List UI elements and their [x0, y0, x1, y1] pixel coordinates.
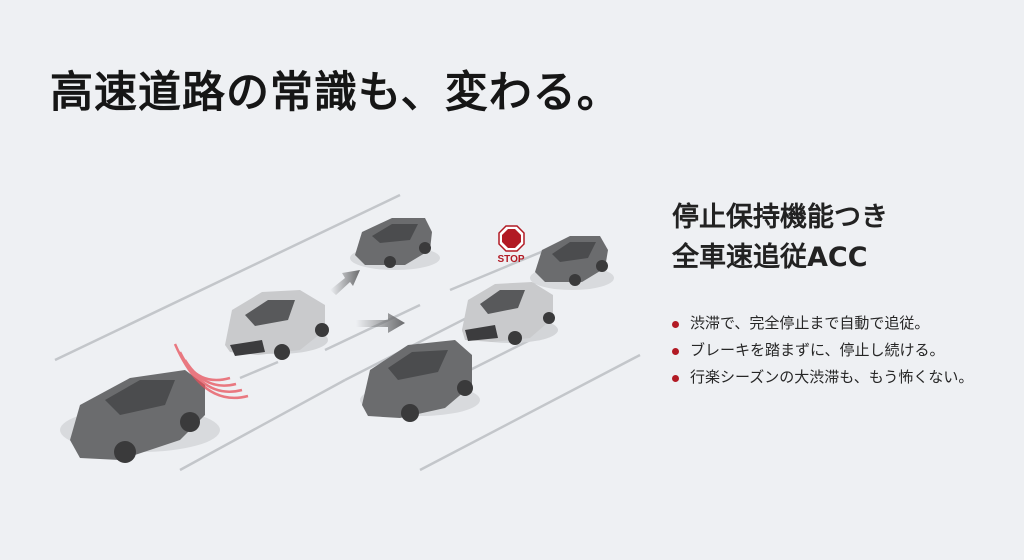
radar-waves-icon — [173, 343, 249, 400]
own-car-silver-right — [462, 282, 558, 345]
own-car-silver-left — [225, 290, 329, 360]
feature-bullet: 行楽シーズンの大渋滞も、もう怖くない。 — [672, 364, 1012, 391]
bullet-dot-icon — [672, 375, 679, 382]
bullet-dot-icon — [672, 348, 679, 355]
acc-illustration: STOP — [0, 150, 660, 556]
feature-bullet-list: 渋滞で、完全停止まで自動で追従。 ブレーキを踏まずに、停止し続ける。 行楽シーズ… — [672, 310, 1012, 391]
feature-bullet: ブレーキを踏まずに、停止し続ける。 — [672, 337, 1012, 364]
arrow-right-icon — [356, 313, 405, 333]
feature-title-line2: 全車速追従ACC — [672, 242, 868, 273]
car-rear-left — [60, 370, 220, 463]
headline: 高速道路の常識も、変わる。 — [50, 68, 621, 118]
feature-title-line1: 停止保持機能つき — [672, 202, 888, 233]
bullet-dot-icon — [672, 321, 679, 328]
stop-label: STOP — [497, 254, 524, 265]
stop-sign-icon: STOP — [497, 225, 525, 265]
car-lead-right — [530, 236, 614, 290]
feature-bullet: 渋滞で、完全停止まで自動で追従。 — [672, 310, 1012, 337]
car-following-right — [360, 340, 480, 422]
arrow-up-right-icon — [330, 270, 360, 295]
feature-title: 停止保持機能つき 全車速追従ACC — [672, 198, 1012, 278]
feature-bullet-text: ブレーキを踏まずに、停止し続ける。 — [690, 341, 945, 359]
feature-panel: 停止保持機能つき 全車速追従ACC 渋滞で、完全停止まで自動で追従。 ブレーキを… — [672, 198, 1012, 391]
car-ahead-left-lane — [350, 218, 440, 270]
feature-bullet-text: 渋滞で、完全停止まで自動で追従。 — [690, 314, 930, 332]
feature-bullet-text: 行楽シーズンの大渋滞も、もう怖くない。 — [690, 368, 974, 386]
